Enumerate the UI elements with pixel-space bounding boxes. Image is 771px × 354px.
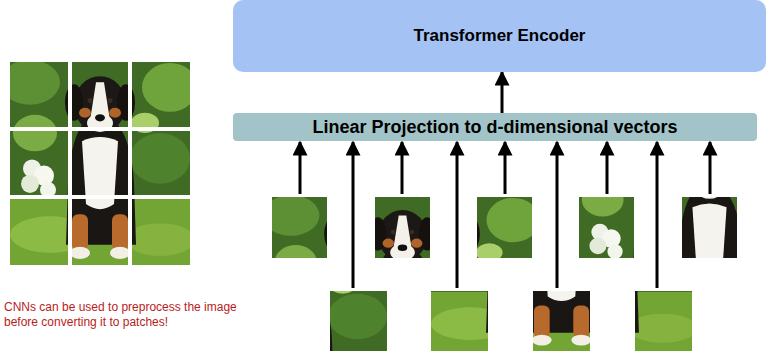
node-title: Linear Projection to d-dimensional vecto… — [312, 117, 677, 138]
encoder-box: Transformer Encoder — [233, 0, 766, 72]
arrow-connector — [501, 72, 504, 113]
note-text: CNNs can be used to preprocess the image… — [4, 300, 254, 330]
projection-band: Linear Projection to d-dimensional vecto… — [233, 113, 757, 141]
node-title: Transformer Encoder — [414, 26, 586, 46]
